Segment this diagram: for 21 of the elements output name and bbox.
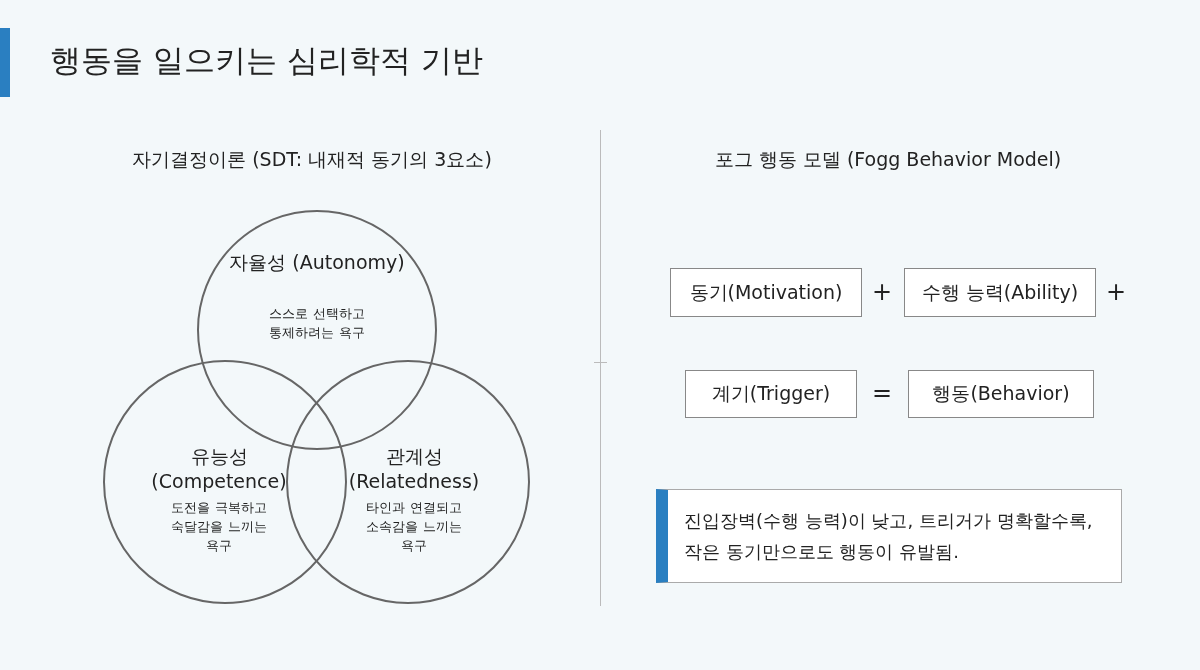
circle-heading: 자율성 (Autonomy)	[228, 250, 406, 275]
callout-box	[656, 489, 1122, 583]
circle-description: 타인과 연결되고 소속감을 느끼는 욕구	[365, 499, 463, 555]
venn-circle	[197, 210, 437, 450]
operator-sign: =	[871, 379, 893, 407]
circle-description: 스스로 선택하고 통제하려는 욕구	[268, 305, 366, 342]
formula-box: 동기(Motivation)	[670, 268, 862, 317]
operator-sign: +	[1105, 278, 1127, 306]
venn-circle	[103, 360, 347, 604]
circle-heading: 유능성 (Competence)	[150, 444, 288, 494]
section-heading: 포그 행동 모델 (Fogg Behavior Model)	[714, 147, 1062, 172]
operator-sign: +	[871, 278, 893, 306]
formula-box: 수행 능력(Ability)	[904, 268, 1096, 317]
formula-box: 행동(Behavior)	[908, 370, 1094, 418]
circle-description: 도전을 극복하고 숙달감을 느끼는 욕구	[170, 499, 268, 555]
slide-title: 행동을 일으키는 심리학적 기반	[50, 41, 483, 80]
callout-text: 진입장벽(수행 능력)이 낮고, 트리거가 명확할수록, 작은 동기만으로도 행동이 유발됨.	[684, 509, 1094, 564]
circle-heading: 관계성 (Relatedness)	[347, 444, 481, 494]
venn-circle	[286, 360, 530, 604]
formula-box: 계기(Trigger)	[685, 370, 857, 418]
section-heading: 자기결정이론 (SDT: 내재적 동기의 3요소)	[132, 147, 492, 172]
